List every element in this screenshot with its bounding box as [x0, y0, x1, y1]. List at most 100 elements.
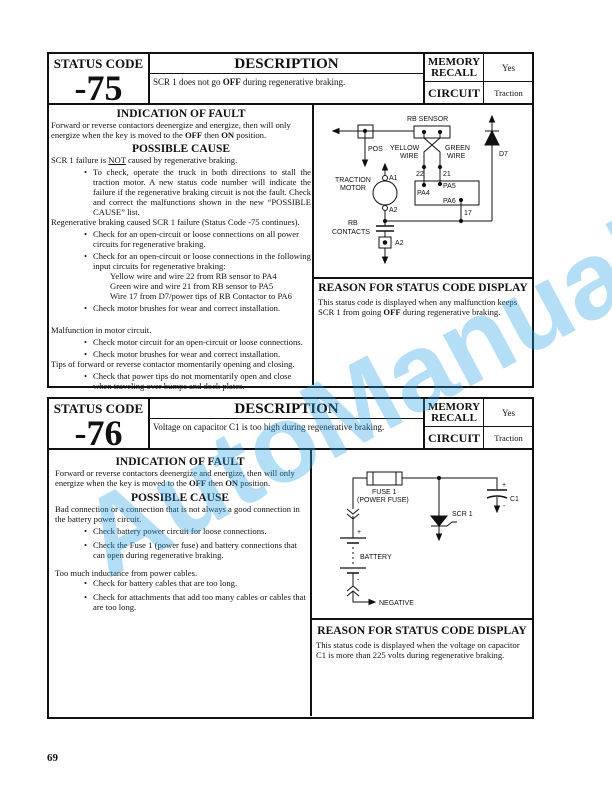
cause-paragraph: Malfunction in motor circuit.: [51, 325, 152, 335]
list-item: Check for battery cables that are too lo…: [51, 578, 309, 588]
cause-paragraph: Too much inductance from power cables.: [55, 568, 198, 578]
memory-recall-label: MEMORY RECALL: [425, 54, 484, 82]
memory-recall-label: MEMORY RECALL: [425, 399, 484, 427]
capacitor-icon: [486, 495, 508, 499]
svg-text:D7: D7: [499, 151, 508, 158]
status-code-label: STATUS CODE: [53, 401, 144, 416]
description-text: SCR 1 does not go OFF during regenerativ…: [153, 77, 346, 87]
indication-title: INDICATION OF FAULT: [116, 108, 246, 120]
svg-text:FUSE 1: FUSE 1: [372, 489, 397, 496]
possible-cause-title: POSSIBLE CAUSE: [130, 492, 230, 504]
capacitor-circuit-diagram: FUSE 1 (POWER FUSE) SCR 1 + - C1 + BATTE…: [340, 471, 519, 607]
svg-text:RB: RB: [348, 220, 358, 227]
description-cell: DESCRIPTION Voltage on capacitor C1 is t…: [150, 399, 425, 448]
cause-intro: SCR 1 failure is NOT caused by regenerat…: [51, 155, 238, 165]
right-panel: RB SENSOR POS YELLOW WIRE GREEN WIRE D7 …: [312, 105, 532, 385]
svg-text:WIRE: WIRE: [400, 153, 419, 160]
status-code-label: STATUS CODE: [53, 56, 144, 71]
sub-item: Green wire and wire 21 from RB sensor to…: [110, 281, 274, 291]
sub-item: Wire 17 from D7/power tips of RB Contact…: [110, 291, 292, 301]
svg-text:A2: A2: [395, 240, 404, 247]
possible-cause-title: POSSIBLE CAUSE: [131, 143, 231, 155]
list-item: Check that power tips do not momentarily…: [51, 371, 311, 391]
svg-text:A2: A2: [389, 207, 398, 214]
status-code-number: -76: [74, 413, 123, 453]
svg-text:+: +: [357, 529, 361, 536]
list-item: Check motor brushes for wear and correct…: [51, 349, 311, 359]
reason-text: This status code is displayed when any m…: [318, 297, 518, 317]
description-text: Voltage on capacitor C1 is too high duri…: [153, 422, 385, 432]
status-code-cell: STATUS CODE-75: [49, 54, 150, 108]
rb-sensor-label: RB SENSOR: [407, 116, 448, 123]
list-item: Check for attachments that add too many …: [51, 592, 309, 612]
reason-title: REASON FOR STATUS CODE DISPLAY: [318, 282, 528, 294]
circuit-label: CIRCUIT: [425, 82, 484, 105]
cause-paragraph: Tips of forward or reverse contactor mom…: [51, 359, 295, 369]
svg-text:PA5: PA5: [443, 183, 456, 190]
svg-text:NEGATIVE: NEGATIVE: [379, 600, 414, 607]
pa-connector-box: [414, 180, 480, 206]
reason-text: This status code is displayed when the v…: [316, 640, 520, 660]
list-item: Check battery power circuit for loose co…: [51, 526, 309, 536]
status-code-75-block: STATUS CODE-75 DESCRIPTION SCR 1 does no…: [47, 52, 534, 391]
circuit-value: Traction: [494, 88, 523, 98]
right-panel: FUSE 1 (POWER FUSE) SCR 1 + - C1 + BATTE…: [310, 450, 532, 716]
circuit-value: Traction: [494, 433, 523, 443]
list-item: Check for an open-circuit or loose conne…: [51, 251, 311, 271]
list-item: To check, operate the truck in both dire…: [51, 167, 311, 217]
svg-text:22: 22: [416, 171, 424, 178]
memory-recall-value: Yes: [484, 399, 533, 427]
svg-text:SCR 1: SCR 1: [452, 511, 473, 518]
svg-text:-: -: [357, 577, 360, 584]
reason-section: REASON FOR STATUS CODE DISPLAY This stat…: [312, 618, 532, 717]
reason-title: REASON FOR STATUS CODE DISPLAY: [317, 625, 527, 637]
list-item: Check motor circuit for an open-circuit …: [51, 337, 311, 347]
svg-text:YELLOW: YELLOW: [390, 145, 420, 152]
rb-sensor-box: [413, 125, 451, 139]
fuse-icon: [366, 471, 403, 486]
rb-circuit-diagram: RB SENSOR POS YELLOW WIRE GREEN WIRE D7 …: [331, 114, 508, 265]
description-title: DESCRIPTION: [150, 399, 423, 419]
header-row: STATUS CODE-76 DESCRIPTION Voltage on ca…: [49, 399, 533, 453]
svg-text:CONTACTS: CONTACTS: [332, 229, 370, 236]
svg-text:(POWER FUSE): (POWER FUSE): [357, 497, 409, 504]
svg-text:17: 17: [464, 210, 472, 217]
svg-text:21: 21: [443, 171, 451, 178]
svg-text:C1: C1: [510, 496, 519, 503]
svg-text:MOTOR: MOTOR: [340, 185, 366, 192]
status-code-number: -75: [74, 68, 123, 108]
svg-text:WIRE: WIRE: [447, 153, 466, 160]
cause-paragraph: Bad connection or a connection that is n…: [55, 504, 300, 524]
arrow-left-icon: [331, 127, 340, 135]
sub-item: Yellow wire and wire 22 from RB sensor t…: [110, 271, 277, 281]
indication-text: Forward or reverse contactors deenergize…: [55, 468, 295, 488]
list-item: Check for an open-circuit or loose conne…: [51, 229, 311, 249]
description-cell: DESCRIPTION SCR 1 does not go OFF during…: [150, 54, 425, 103]
header-row: STATUS CODE-75 DESCRIPTION SCR 1 does no…: [49, 54, 533, 108]
svg-text:POS: POS: [368, 146, 383, 153]
traction-motor-icon: [372, 180, 398, 206]
cause-paragraph: Regenerative braking caused SCR 1 failur…: [51, 217, 300, 227]
list-item: Check motor brushes for wear and correct…: [51, 303, 311, 313]
memory-recall-value: Yes: [484, 54, 533, 82]
reason-section: REASON FOR STATUS CODE DISPLAY This stat…: [314, 277, 532, 385]
svg-text:PA4: PA4: [417, 190, 430, 197]
scr-icon: [429, 515, 449, 527]
list-item: Check the Fuse 1 (power fuse) and batter…: [51, 540, 309, 560]
circuit-label: CIRCUIT: [425, 427, 484, 450]
svg-text:GREEN: GREEN: [445, 145, 470, 152]
page-number: 69: [47, 752, 58, 764]
svg-text:PA6: PA6: [443, 198, 456, 205]
indication-title: INDICATION OF FAULT: [115, 456, 245, 468]
svg-text:BATTERY: BATTERY: [360, 554, 392, 561]
svg-text:TRACTION: TRACTION: [335, 177, 371, 184]
description-title: DESCRIPTION: [150, 54, 423, 74]
arrow-down-icon: [361, 159, 369, 168]
svg-text:+: +: [502, 482, 506, 489]
indication-text: Forward or reverse contactors deenergize…: [51, 120, 291, 140]
fault-details: INDICATION OF FAULT Forward or reverse c…: [49, 105, 313, 393]
status-code-76-block: STATUS CODE-76 DESCRIPTION Voltage on ca…: [47, 397, 534, 719]
svg-text:A1: A1: [389, 175, 398, 182]
svg-text:-: -: [503, 503, 506, 510]
status-code-cell: STATUS CODE-76: [49, 399, 150, 453]
